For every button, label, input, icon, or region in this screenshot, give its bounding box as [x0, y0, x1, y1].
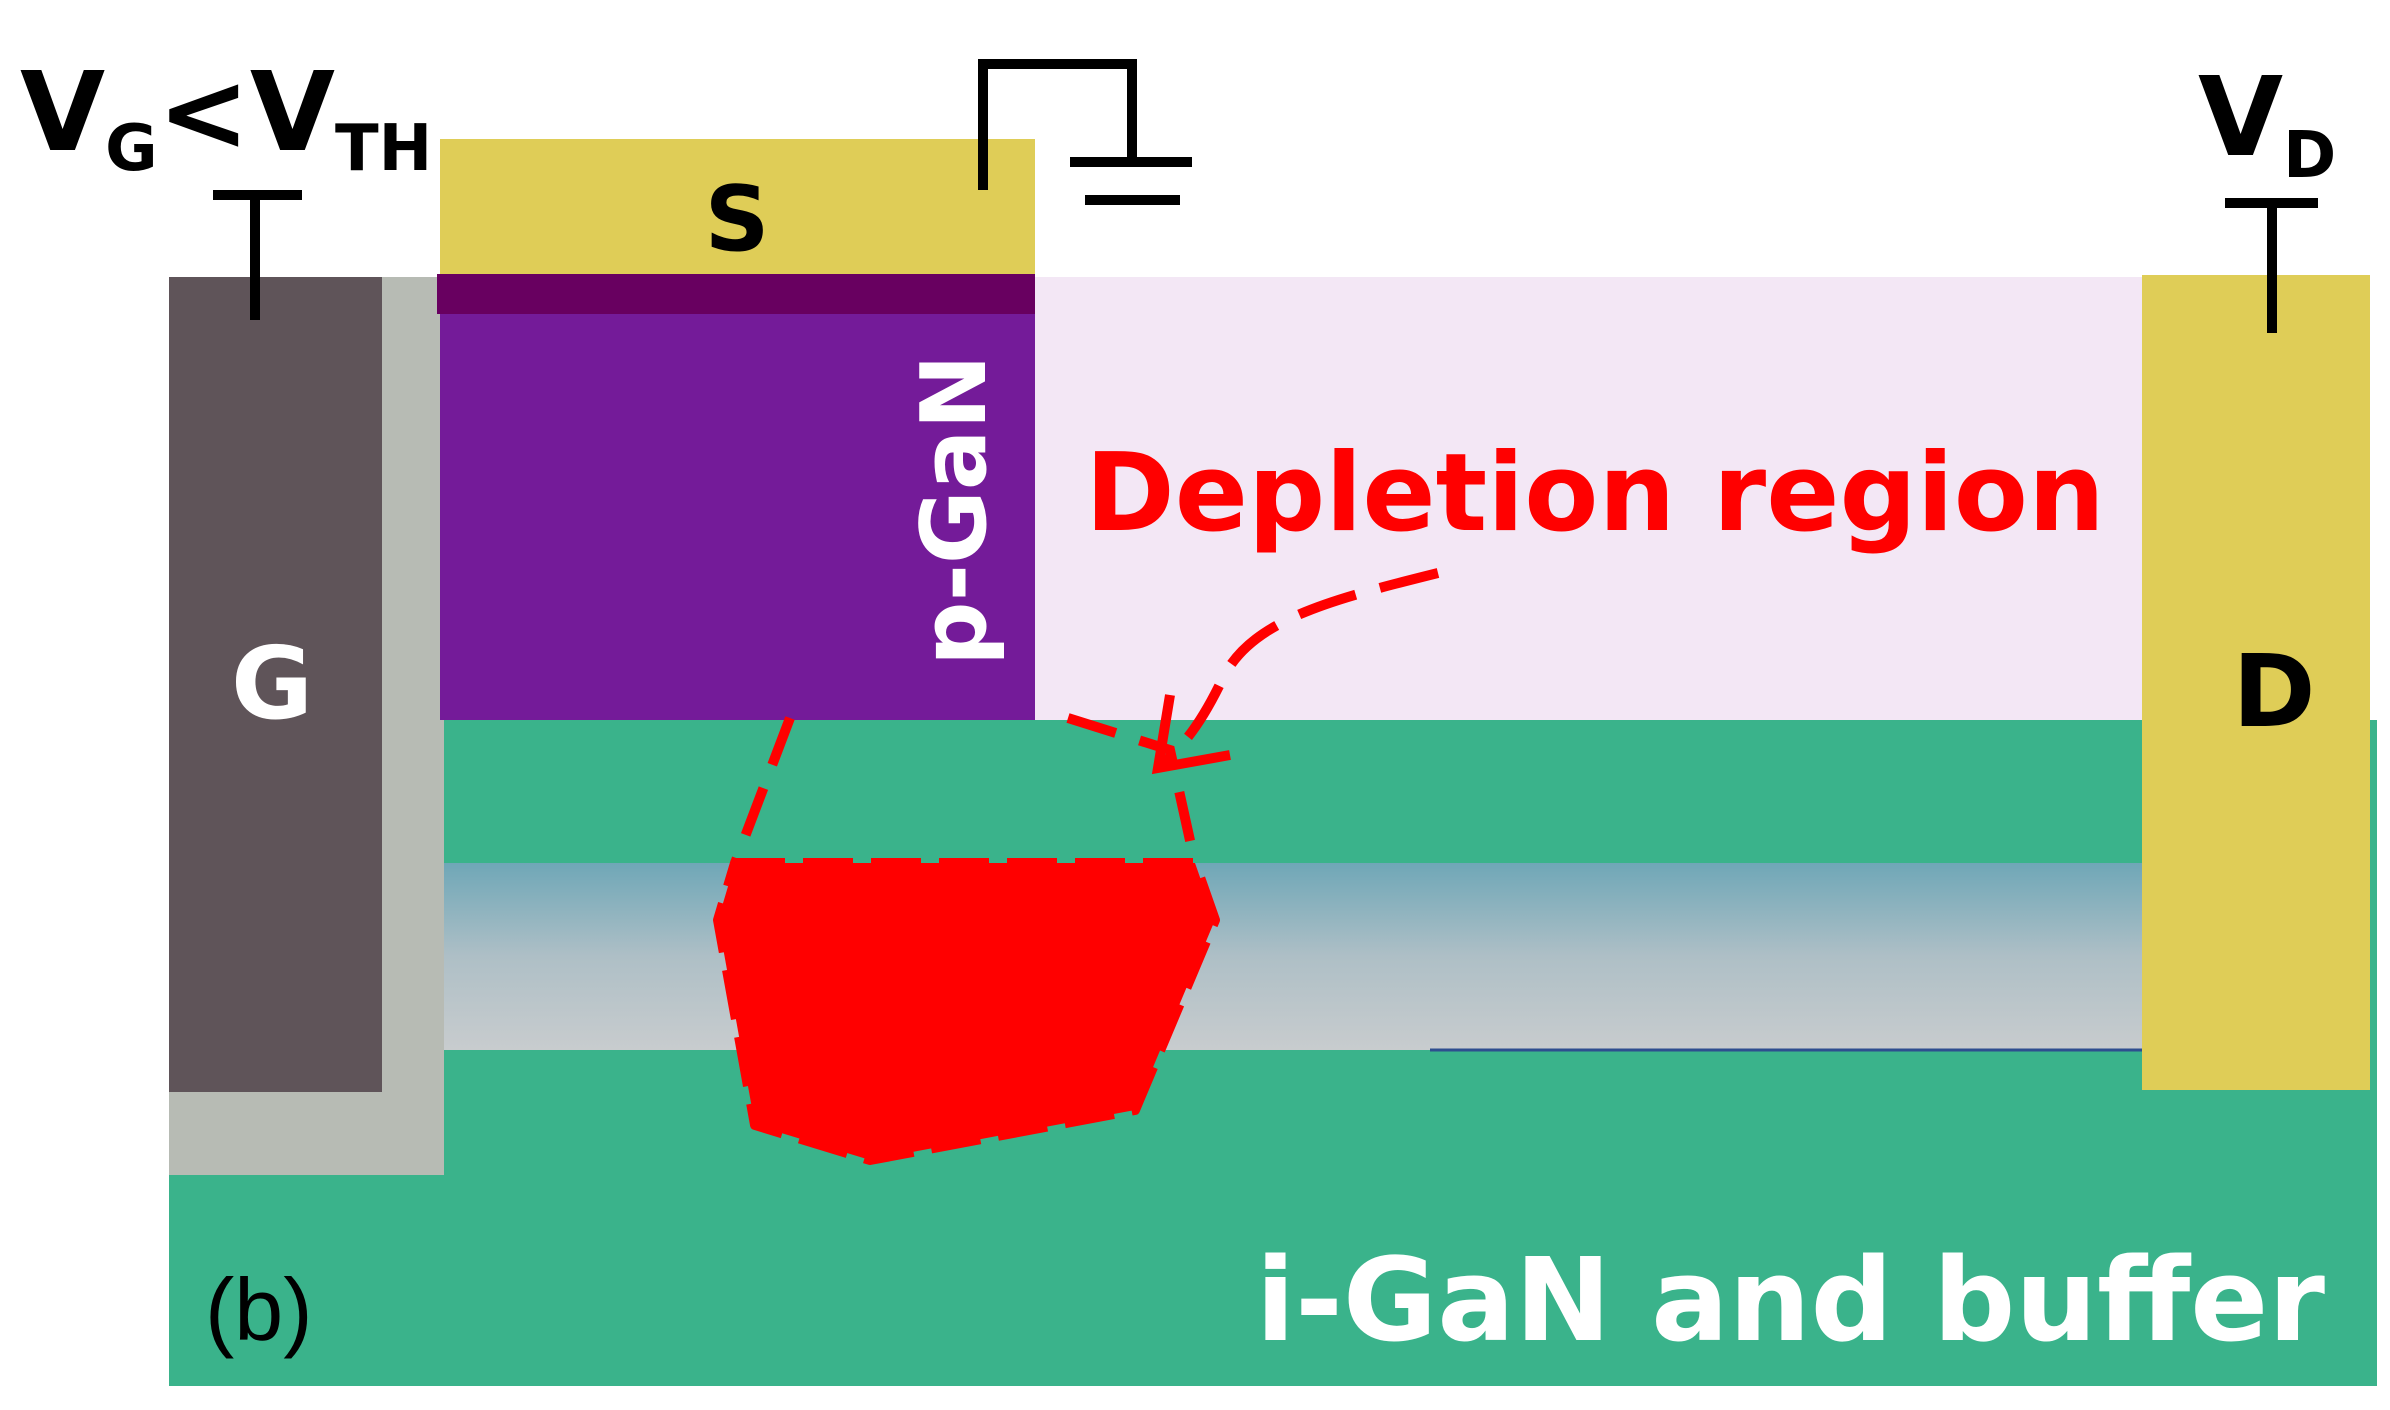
depletion-outline [730, 716, 795, 865]
drain-bias-label: VD [2198, 53, 2336, 193]
gate-label: G [231, 625, 313, 742]
channel-band [440, 863, 2142, 1050]
depletion-arrow-path [1154, 568, 1440, 772]
p-gan-label: p-GaN [902, 354, 1007, 666]
source-label: S [705, 167, 770, 272]
gate-electrode [169, 277, 382, 1092]
drain-contact [2142, 275, 2370, 1090]
passivation-region [1035, 277, 2150, 720]
buffer-layer [169, 720, 2377, 1386]
depletion-outline-right [1066, 713, 1200, 865]
gate-bias-label: VG<VTH [20, 48, 432, 186]
buffer-label: i-GaN and buffer [1256, 1234, 2326, 1368]
depletion-region [713, 858, 1220, 1165]
depletion-region-label: Depletion region [1085, 431, 2105, 556]
source-contact [440, 139, 1035, 274]
panel-label: (b) [205, 1260, 313, 1359]
depletion-arrow-head [1151, 694, 1231, 775]
p-gan-region [440, 277, 1035, 720]
p-gan-cap [437, 274, 1035, 314]
drain-label: D [2232, 633, 2315, 750]
ground-wire [978, 59, 1137, 190]
